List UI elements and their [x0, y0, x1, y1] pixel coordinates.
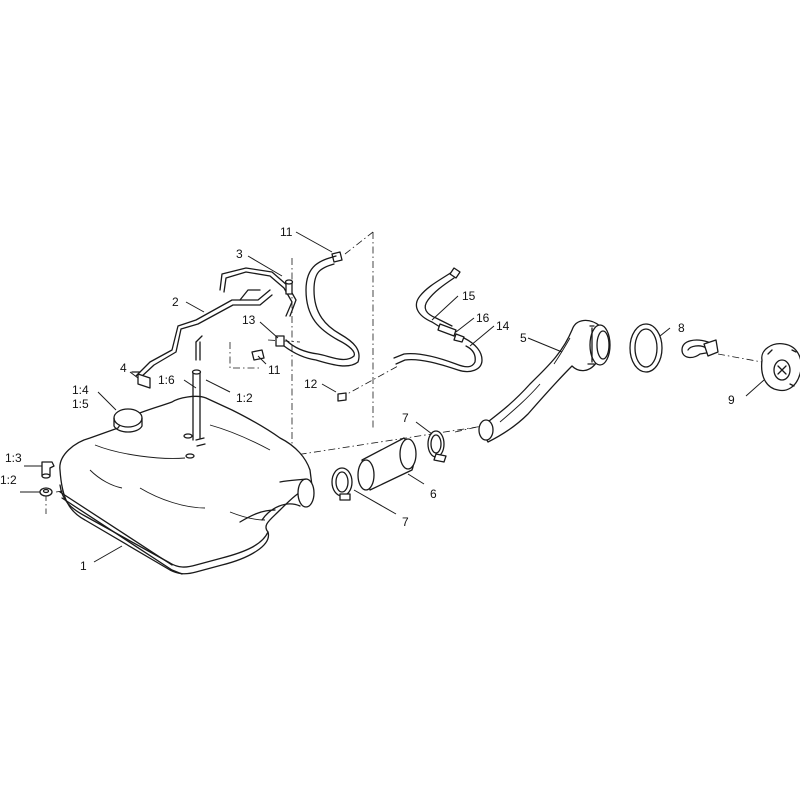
- callout-1-2-upper: 1:2: [236, 391, 253, 405]
- fuel-line-assembly: [135, 267, 297, 379]
- line-clamp: [131, 371, 151, 389]
- vent-hose: [283, 255, 360, 367]
- leader-lines: [20, 231, 765, 563]
- hose-fitting: [284, 279, 294, 295]
- filler-hose: [357, 437, 417, 491]
- callout-9: 9: [728, 393, 735, 407]
- callout-11-lower: 11: [268, 363, 281, 377]
- gasket-ring: [629, 323, 663, 373]
- callout-1-6: 1:6: [158, 373, 175, 387]
- fuel-tank: [59, 395, 315, 575]
- callout-8: 8: [678, 321, 685, 335]
- clamp-12: [337, 392, 347, 402]
- callout-1-3: 1:3: [5, 451, 22, 465]
- callout-1-5: 1:5: [72, 397, 89, 411]
- hose-clamp-small: [251, 349, 265, 361]
- callout-15: 15: [462, 289, 476, 303]
- callout-16: 16: [476, 311, 490, 325]
- callout-2: 2: [172, 295, 179, 309]
- hose-clamp-right: [427, 430, 447, 463]
- callout-12: 12: [304, 377, 318, 391]
- elbow-fitting: [41, 461, 55, 479]
- callout-5: 5: [520, 331, 527, 345]
- callout-7-lower: 7: [402, 515, 409, 529]
- callout-3: 3: [236, 247, 243, 261]
- callout-1-4: 1:4: [72, 383, 89, 397]
- hose-clamp-upper: [331, 251, 343, 263]
- callout-labels: 1 1:2 1:3 1:4 1:5 1:6 1:2 2 3 4 5 6 7 7 …: [0, 225, 735, 573]
- fuel-cap: [681, 339, 800, 392]
- grommet: [39, 487, 53, 497]
- callout-4: 4: [120, 361, 127, 375]
- filler-neck: [478, 319, 611, 443]
- callout-7-upper: 7: [402, 411, 409, 425]
- callout-1-2-lower: 1:2: [0, 473, 17, 487]
- callout-11-upper: 11: [280, 225, 293, 239]
- callout-6: 6: [430, 487, 437, 501]
- callout-14: 14: [496, 319, 510, 333]
- hose-clamp-left: [331, 467, 353, 501]
- callout-1: 1: [80, 559, 87, 573]
- pickup-tube: [191, 369, 202, 441]
- vent-hose-with-filter: [393, 267, 483, 373]
- callout-13: 13: [242, 313, 256, 327]
